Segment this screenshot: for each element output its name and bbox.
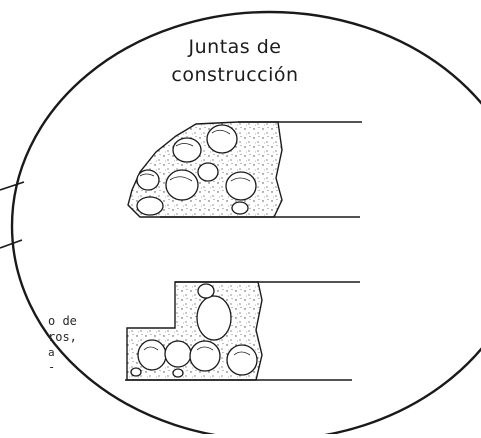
- diagram-title-line-2: construcción: [171, 64, 299, 86]
- side-text-line-4: -: [48, 360, 56, 374]
- side-text-line-1: o de: [48, 314, 77, 328]
- callout-line-lower: [0, 239, 23, 249]
- stepped-joint-illustration: [125, 281, 360, 381]
- side-text-line-2: ros,: [48, 330, 77, 344]
- magnifier-circle: [10, 10, 481, 438]
- side-text-line-3: a: [48, 346, 55, 359]
- sloped-joint-illustration: [127, 121, 362, 218]
- diagram-title-line-1: Juntas de: [188, 36, 282, 58]
- callout-line-upper: [0, 181, 25, 191]
